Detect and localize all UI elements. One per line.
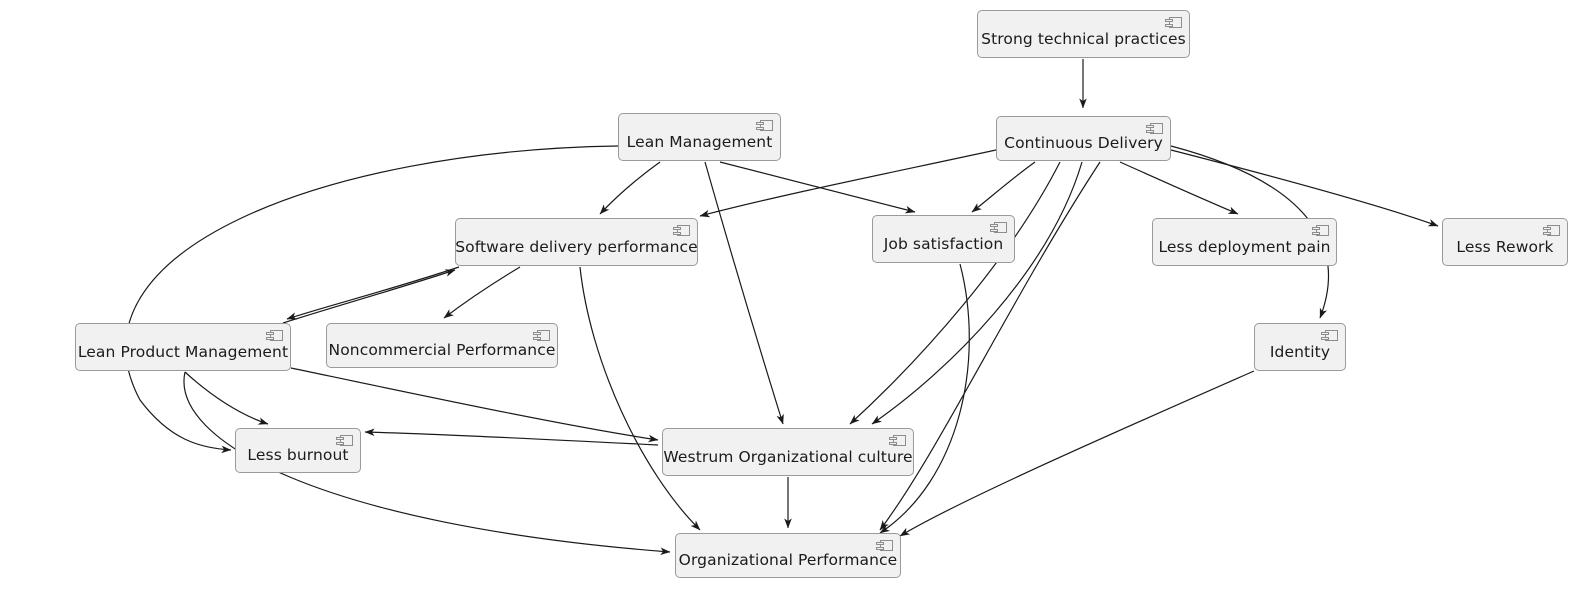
- edge-continuous_delivery-to-westrum_organizational_culture: [871, 161, 1083, 425]
- component-node-lean_product_management[interactable]: Lean Product Management: [75, 323, 291, 371]
- edge-lean_management-to-westrum_organizational_culture: [704, 161, 784, 425]
- component-node-continuous_delivery[interactable]: Continuous Delivery: [996, 116, 1171, 161]
- component-node-less_burnout[interactable]: Less burnout: [235, 428, 361, 473]
- edge-software_delivery_performance-to-lean_product_management: [286, 266, 460, 320]
- component-node-less_deployment_pain[interactable]: Less deployment pain: [1152, 218, 1337, 266]
- edge-identity-to-organizational_performance: [899, 370, 1255, 537]
- component-label-less_deployment_pain: Less deployment pain: [1158, 237, 1331, 256]
- component-label-less_burnout: Less burnout: [247, 446, 349, 465]
- component-node-noncommercial_performance[interactable]: Noncommercial Performance: [326, 323, 558, 368]
- component-label-organizational_performance: Organizational Performance: [678, 551, 898, 570]
- edge-lean_product_management-to-software_delivery_performance: [282, 269, 456, 324]
- edge-continuous_delivery-to-westrum_organizational_culture: [849, 161, 1061, 425]
- edge-lean_management-to-job_satisfaction: [719, 161, 916, 214]
- component-node-software_delivery_performance[interactable]: Software delivery performance: [455, 218, 698, 266]
- component-node-job_satisfaction[interactable]: Job satisfaction: [872, 215, 1015, 263]
- component-node-strong_technical_practices[interactable]: Strong technical practices: [977, 10, 1190, 58]
- component-label-noncommercial_performance: Noncommercial Performance: [328, 341, 556, 360]
- component-label-westrum_organizational_culture: Westrum Organizational culture: [663, 447, 913, 466]
- component-label-software_delivery_performance: Software delivery performance: [455, 237, 698, 256]
- component-node-lean_management[interactable]: Lean Management: [618, 113, 781, 161]
- component-label-less_rework: Less Rework: [1456, 237, 1554, 256]
- component-label-job_satisfaction: Job satisfaction: [883, 234, 1004, 253]
- edge-lean_management-to-less_burnout: [125, 145, 619, 454]
- component-label-identity: Identity: [1269, 342, 1331, 361]
- edge-lean_management-to-software_delivery_performance: [599, 161, 661, 215]
- edge-lean_product_management-to-less_burnout: [184, 371, 269, 425]
- edge-continuous_delivery-to-less_rework: [1170, 149, 1439, 227]
- edge-software_delivery_performance-to-noncommercial_performance: [443, 266, 521, 319]
- component-node-westrum_organizational_culture[interactable]: Westrum Organizational culture: [662, 428, 914, 476]
- component-label-continuous_delivery: Continuous Delivery: [1004, 134, 1163, 153]
- component-label-lean_product_management: Lean Product Management: [77, 342, 289, 361]
- edge-westrum_organizational_culture-to-less_burnout: [364, 428, 659, 446]
- component-label-strong_technical_practices: Strong technical practices: [981, 29, 1186, 48]
- edge-continuous_delivery-to-less_deployment_pain: [1119, 161, 1239, 215]
- component-node-organizational_performance[interactable]: Organizational Performance: [675, 533, 901, 578]
- edge-continuous_delivery-to-job_satisfaction: [971, 161, 1036, 213]
- component-label-lean_management: Lean Management: [626, 132, 773, 151]
- edge-software_delivery_performance-to-organizational_performance: [579, 266, 701, 531]
- component-node-less_rework[interactable]: Less Rework: [1442, 218, 1568, 266]
- edge-job_satisfaction-to-organizational_performance: [879, 263, 970, 534]
- component-node-identity[interactable]: Identity: [1254, 323, 1346, 371]
